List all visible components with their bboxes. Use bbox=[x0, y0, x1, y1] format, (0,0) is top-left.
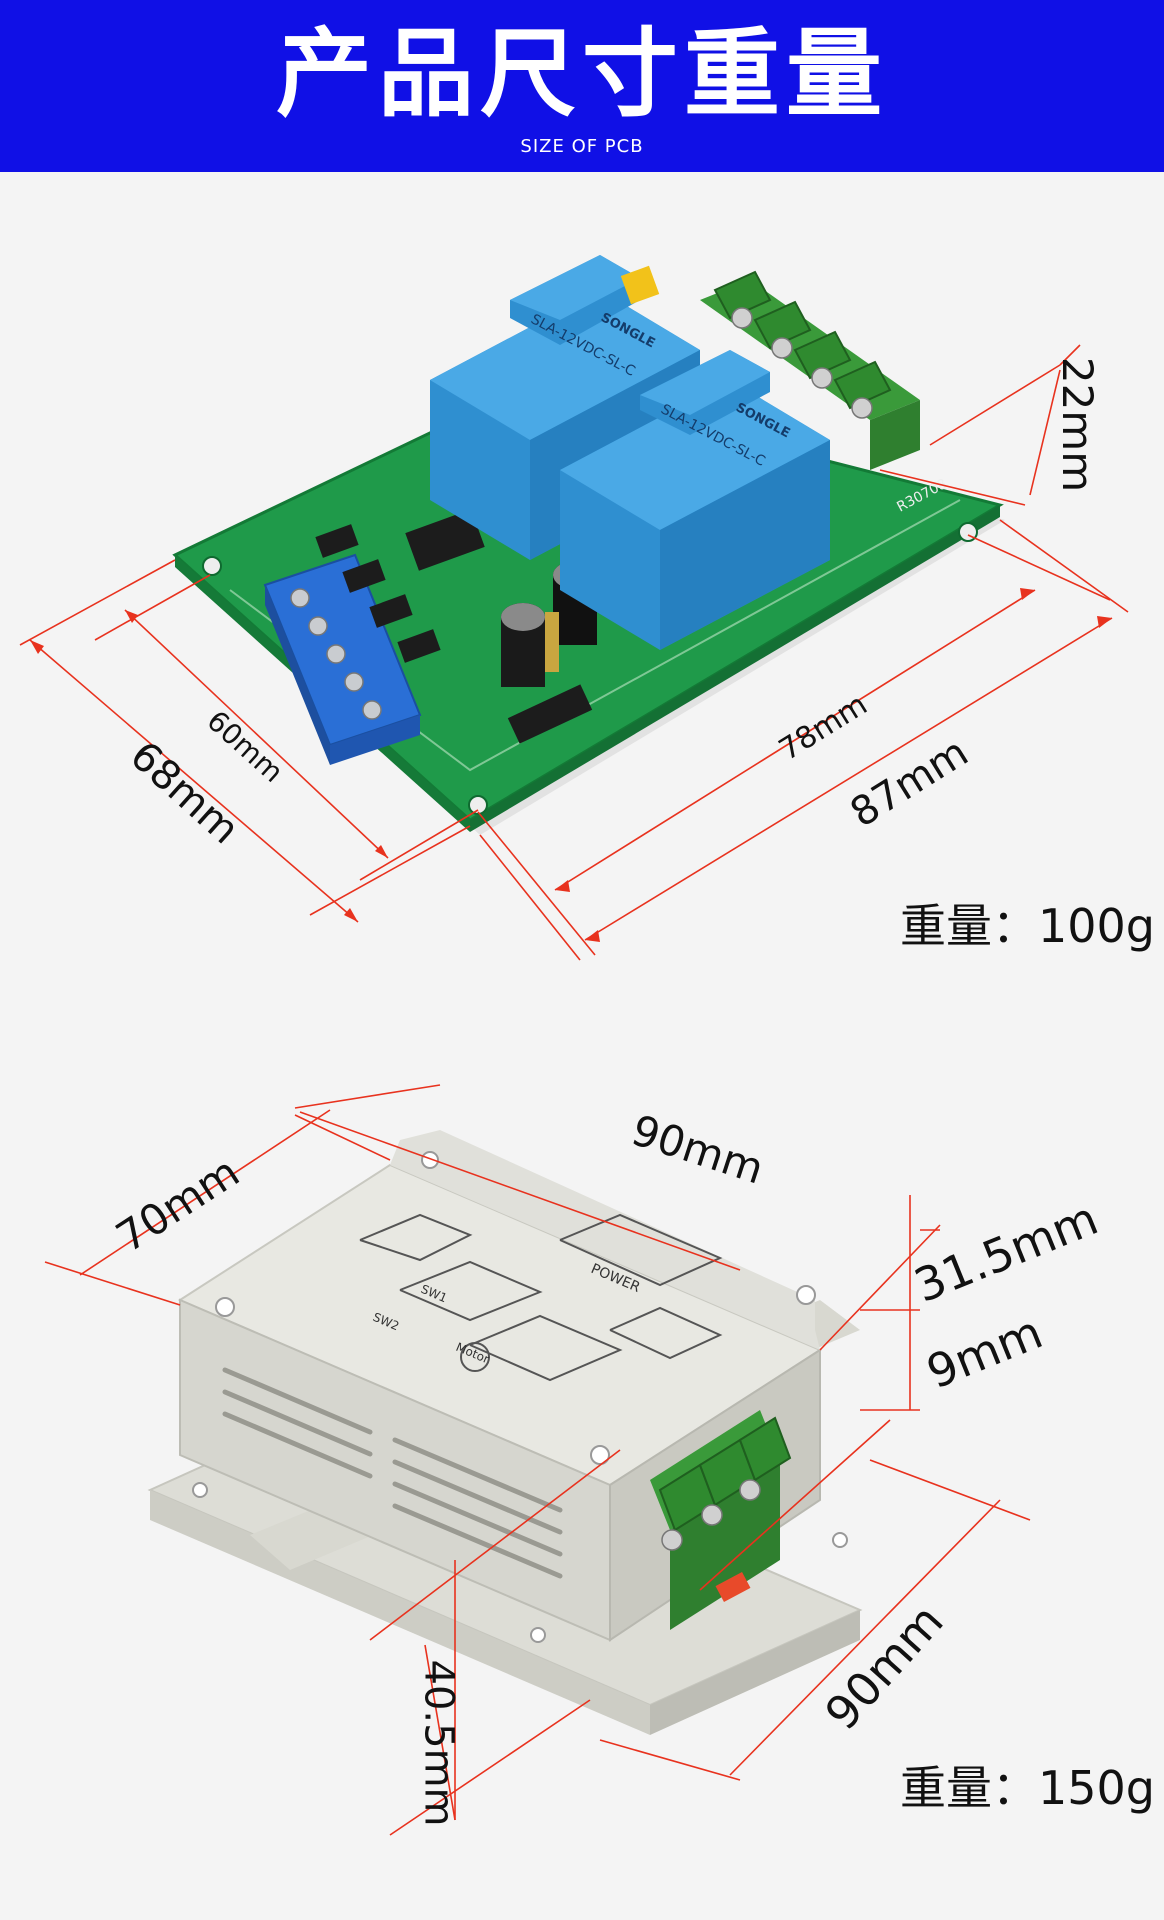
output-terminal bbox=[700, 270, 920, 470]
pcb-board-image: SLA-12VDC-SL-C SLA-12VDC-SL-C SONGLE SON… bbox=[19, 255, 1129, 961]
enclosure-image: POWER Motor SW1 SW2 bbox=[44, 1084, 1031, 1836]
pcb-height-label: 22mm bbox=[1053, 356, 1103, 493]
page-title: 产品尺寸重量 bbox=[276, 18, 888, 130]
enclosure-front-height-label: 40.5mm bbox=[415, 1659, 462, 1827]
pcb-weight: 重量：100g bbox=[900, 899, 1155, 953]
header-banner: 产品尺寸重量 SIZE OF PCB bbox=[0, 0, 1164, 172]
page-subtitle: SIZE OF PCB bbox=[520, 136, 644, 157]
enclosure-terminal bbox=[650, 1410, 792, 1630]
relay-2 bbox=[560, 350, 830, 650]
pcb-dimension-lines bbox=[19, 344, 1129, 961]
enclosure-weight: 重量：150g bbox=[900, 1761, 1155, 1815]
enclosure-dimension-lines bbox=[44, 1084, 1031, 1836]
